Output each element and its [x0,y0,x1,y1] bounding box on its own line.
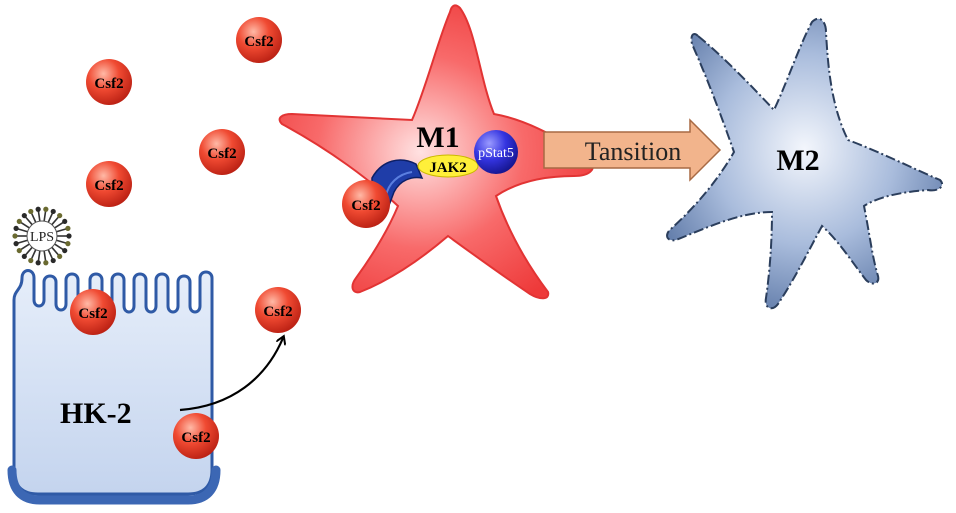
lps-spike-tip [66,233,72,239]
hk2-cell: HK-2 [7,269,221,505]
m1-label: M1 [416,121,459,154]
svg-text:Csf2: Csf2 [263,304,292,320]
lps-spike-tip [35,260,41,266]
lps-particle: LPS [12,206,72,266]
csf2-molecules: Csf2 Csf2 Csf2 Csf2 Csf2 Csf2 Csf2 Csf2 [70,17,390,459]
lps-core [26,220,58,252]
lps-spike-tip [43,206,49,212]
lps-spike-tip [28,208,34,215]
m2-label: M2 [776,144,819,177]
lps-spike-tip [62,247,68,254]
lps-label: LPS [30,230,54,245]
lps-spike-tip [13,225,19,231]
lps-spike-tip [50,208,56,215]
csf2-molecule: Csf2 [86,59,132,105]
m1-macrophage: JAK2 pStat5 M1 [278,4,594,300]
svg-text:Csf2: Csf2 [207,146,236,162]
svg-text:Csf2: Csf2 [78,306,107,322]
lps-spike-tip [16,218,22,225]
hk2-label: HK-2 [60,397,132,430]
lps-spike-tip [21,212,27,219]
lps-spike-tip [28,257,34,264]
csf2-molecule: Csf2 [342,180,390,228]
lps-spike-tip [16,247,22,254]
transition-arrow: Tansition [543,118,722,182]
lps-spike-tip [13,241,19,247]
lps-spike-tip [57,253,63,260]
m1-cell-body [278,4,594,300]
svg-text:Csf2: Csf2 [351,198,380,214]
csf2-molecule: Csf2 [199,129,245,175]
lps-spikes [12,206,72,266]
lps-spike-tip [65,241,71,247]
csf2-molecule: Csf2 [70,289,116,335]
pstat5-protein [474,130,518,174]
lps-spike-tip [62,218,68,225]
csf2-molecule: Csf2 [173,413,219,459]
csf2-molecule: Csf2 [86,161,132,207]
svg-text:Csf2: Csf2 [94,76,123,92]
jak2-label: JAK2 [429,160,467,176]
svg-text:Csf2: Csf2 [181,430,210,446]
transition-arrow-shape [543,118,722,182]
m2-macrophage: M2 [666,17,944,310]
lps-spike-tip [21,253,27,260]
secretion-arrow [179,338,283,412]
transition-label: Tansition [585,137,681,166]
hk2-basal-membrane [7,465,221,505]
lps-spike-tip [12,233,18,239]
jak2-protein [417,154,479,178]
pstat5-label: pStat5 [478,146,514,161]
m2-cell-body [666,17,944,310]
csf2-molecule: Csf2 [236,17,282,63]
svg-text:Csf2: Csf2 [244,34,273,50]
svg-text:Csf2: Csf2 [94,178,123,194]
hk2-cell-body [12,269,214,496]
lps-spike-tip [65,225,71,231]
lps-spike-tip [57,212,63,219]
lps-spike-tip [43,260,49,266]
lps-spike-tip [35,206,41,212]
lps-spike-tip [50,257,56,264]
csf2-molecule: Csf2 [255,287,301,333]
